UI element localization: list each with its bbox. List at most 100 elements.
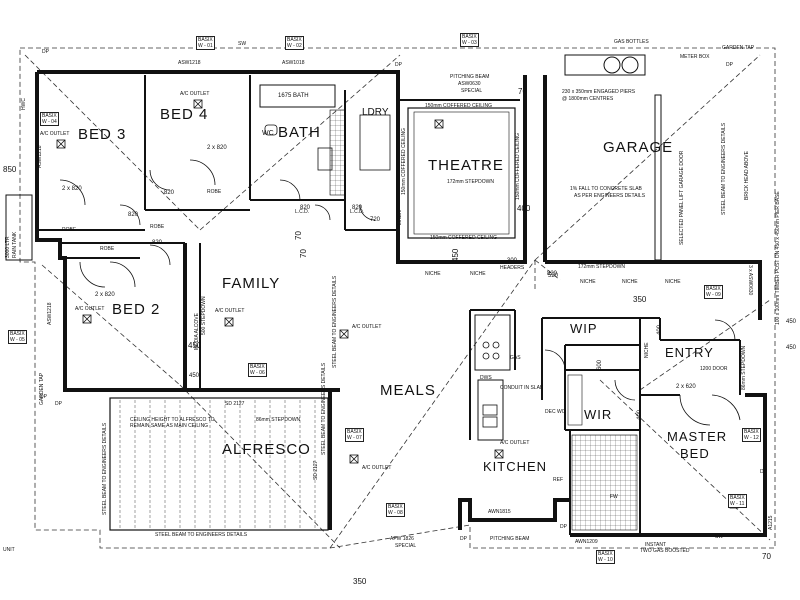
note-ac-outlet-meals: A/C OUTLET: [362, 465, 392, 471]
dim-450-right: 450: [786, 319, 797, 325]
external-walls: [35, 70, 767, 537]
room-meals: MEALS: [380, 382, 436, 399]
note-stepdown-garage: 172mm STEPDOWN: [578, 264, 625, 270]
note-asw1218-left1: ASW1218: [37, 145, 43, 168]
note-steel-beam-left: STEEL BEAM TO ENGINEERS DETAILS: [102, 422, 108, 515]
note-stepdown-entry: 86mm STEPDOWN: [741, 345, 747, 390]
note-bath-1675: 1675 BATH: [278, 93, 309, 99]
note-tank-1: 3000 LTR: [5, 236, 11, 258]
note-steel-beam-bottom: STEEL BEAM TO ENGINEERS DETAILS: [155, 532, 248, 538]
note-meter-box: METER BOX: [680, 54, 710, 60]
note-coffered-left: 150mm COFFERED CEILING: [401, 128, 407, 195]
note-asw1018: ASW1018: [282, 60, 305, 66]
note-headers: HEADERS: [500, 265, 525, 271]
note-niche-1: NICHE: [425, 271, 441, 277]
note-ref: REF: [553, 477, 563, 483]
note-ac-outlet-family-1: A/C OUTLET: [215, 308, 245, 314]
note-gas: GAS: [510, 355, 521, 361]
note-lcd-1: L.C.D.: [295, 209, 310, 215]
room-family: FAMILY: [222, 275, 281, 292]
note-asw1218-left2: ASW1218: [47, 302, 53, 325]
dim-400-entry: 400: [657, 324, 663, 335]
laundry-tub: [359, 114, 391, 171]
note-niche-5: NICHE: [665, 279, 681, 285]
dim-520: 520: [548, 273, 559, 279]
room-wir: WIR: [584, 407, 613, 422]
note-instant-1: INSTANT: [645, 542, 667, 548]
ensuite-tiles: [571, 434, 638, 531]
dim-400-wc: 400: [637, 409, 643, 420]
kitchen-bench: [477, 379, 504, 441]
note-sd-2127-top: SD 2127: [225, 401, 245, 407]
note-conduit: CONDUIT IN SLAB: [500, 385, 544, 391]
note-820-f: 820: [547, 271, 558, 277]
dim-450-family: 450: [188, 341, 202, 350]
note-dp-8: DP: [40, 394, 47, 400]
note-820-c: 820: [152, 240, 163, 246]
note-linen: LINEN: [397, 210, 403, 225]
room-theatre: THEATRE: [428, 157, 504, 174]
note-asw0830: 3 x ASW0630: [747, 265, 753, 296]
dim-300: 300: [507, 258, 518, 264]
note-2x820-a: 2 x 820: [62, 186, 82, 192]
bath-tiles: [329, 109, 346, 196]
note-sw-2: SW: [715, 534, 724, 540]
note-coffered-right: 150mm COFFERED CEILING: [515, 133, 521, 200]
room-garage: GARAGE: [603, 139, 674, 156]
room-master-bed-line1: MASTER: [667, 429, 728, 444]
alfresco-outline: [109, 397, 329, 531]
note-sw-1: SW: [238, 41, 247, 47]
alfresco-decking: [119, 400, 316, 528]
note-ac-outlet-bed4: A/C OUTLET: [180, 91, 210, 97]
room-bath: BATH: [278, 124, 321, 141]
door-swings: [59, 159, 741, 426]
note-awn1815: AWN1815: [488, 509, 511, 515]
vanity: [317, 147, 333, 171]
note-stepdown-family: 500 STEPDOWN: [201, 296, 207, 335]
note-bottom-350: 350: [353, 577, 367, 586]
note-niche-4: NICHE: [622, 279, 638, 285]
note-apw1826: APW 1826: [390, 536, 414, 542]
note-820-d: 820: [300, 205, 311, 211]
note-timber-post: 100 x 100mm TIMBER POST ON 450 x 450mm P…: [775, 191, 781, 325]
garage-engaged-pier: [564, 54, 646, 76]
note-robe-2: ROBE: [207, 189, 222, 195]
cooktop: [482, 341, 500, 360]
note-tank-2: RAIN TANK: [12, 231, 18, 258]
note-special-top: SPECIAL: [461, 88, 483, 94]
note-special-bottom: SPECIAL: [395, 543, 417, 549]
room-wip: WIP: [570, 321, 598, 336]
dim-450-garage: 450: [451, 248, 460, 262]
note-ac-outlet-bed2: A/C OUTLET: [75, 306, 105, 312]
note-lcd-2: L.C.D.: [350, 209, 365, 215]
theatre-coffer: [407, 107, 516, 239]
note-hwc: HWC: [21, 98, 27, 110]
room-master-bed-line2: BED: [680, 446, 710, 461]
note-2x820-b: 2 x 820: [207, 145, 227, 151]
note-niche-6: NICHE: [644, 342, 650, 358]
note-2x620: 2 x 620: [676, 384, 696, 390]
dim-450-left: 450: [189, 373, 200, 379]
dim-450-right2: 450: [786, 345, 797, 351]
note-steel-beam-meals: STEEL BEAM TO ENGINEERS DETAILS: [321, 362, 327, 455]
dim-600: 600: [597, 359, 603, 370]
note-coffered-bottom: 150mm COFFERED CEILING: [430, 235, 497, 241]
internal-walls: [37, 75, 741, 535]
note-steel-beam-right: STEEL BEAM TO ENGINEERS DETAILS: [721, 122, 727, 215]
note-stepdown-theatre: 172mm STEPDOWN: [447, 179, 494, 185]
note-brick-head: BRICK HEAD ABOVE: [744, 151, 750, 200]
note-dec-wc: DEC WC: [545, 409, 566, 415]
note-niche-2: NICHE: [470, 271, 486, 277]
note-dp-6: DP: [560, 524, 567, 530]
room-kitchen: KITCHEN: [483, 459, 548, 474]
note-dp-4: DP: [55, 401, 62, 407]
kitchen-island: [474, 314, 511, 371]
note-dp-7: DP: [760, 469, 767, 475]
note-pitching-beam-bottom: PITCHING BEAM: [490, 536, 530, 542]
note-niche-3: NICHE: [580, 279, 596, 285]
